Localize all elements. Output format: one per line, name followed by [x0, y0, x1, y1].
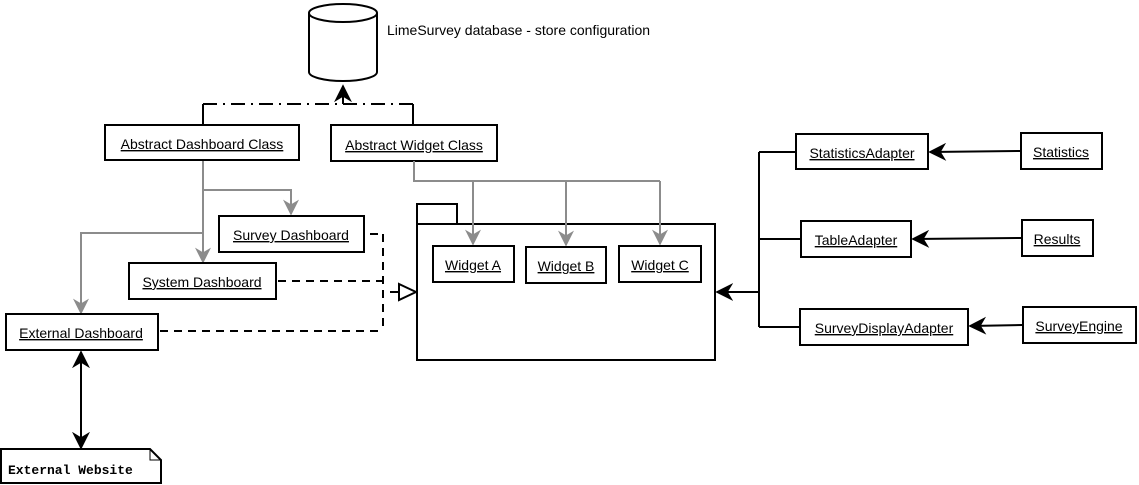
- table-adapter-label: TableAdapter: [815, 232, 898, 248]
- system-dashboard-label: System Dashboard: [142, 274, 261, 290]
- external-website-label: External Website: [8, 463, 133, 478]
- abstract-dashboard-class-node[interactable]: Abstract Dashboard Class: [104, 124, 300, 161]
- survey-dashboard-node[interactable]: Survey Dashboard: [218, 215, 365, 253]
- results-label: Results: [1034, 231, 1081, 247]
- table-adapter-node[interactable]: TableAdapter: [800, 220, 912, 258]
- database-cylinder-icon: [308, 3, 378, 82]
- survey-display-adapter-node[interactable]: SurveyDisplayAdapter: [799, 308, 969, 346]
- results-node[interactable]: Results: [1021, 219, 1094, 257]
- statistics-label: Statistics: [1033, 144, 1089, 160]
- statistics-adapter-label: StatisticsAdapter: [809, 145, 914, 161]
- survey-display-adapter-label: SurveyDisplayAdapter: [815, 320, 954, 336]
- system-dashboard-node[interactable]: System Dashboard: [128, 262, 277, 300]
- widget-b-label: Widget B: [538, 258, 595, 274]
- abstract-widget-class-node[interactable]: Abstract Widget Class: [330, 124, 498, 162]
- abstract-dashboard-class-label: Abstract Dashboard Class: [121, 136, 284, 152]
- survey-dashboard-label: Survey Dashboard: [233, 227, 349, 243]
- survey-engine-label: SurveyEngine: [1035, 318, 1122, 334]
- adapter-bus: [715, 151, 801, 328]
- external-dashboard-node[interactable]: External Dashboard: [5, 313, 159, 351]
- widget-c-label: Widget C: [631, 257, 689, 273]
- statistics-node[interactable]: Statistics: [1020, 132, 1103, 170]
- database-label: LimeSurvey database - store configuratio…: [387, 22, 650, 38]
- widget-b-node[interactable]: Widget B: [525, 246, 607, 284]
- external-website-node[interactable]: External Website: [0, 448, 162, 484]
- source-adapter-arrows: [911, 142, 1023, 335]
- survey-engine-node[interactable]: SurveyEngine: [1022, 306, 1137, 344]
- external-dashboard-label: External Dashboard: [19, 325, 143, 341]
- database-connector: [202, 84, 414, 124]
- widget-a-node[interactable]: Widget A: [432, 245, 515, 283]
- statistics-adapter-node[interactable]: StatisticsAdapter: [795, 133, 929, 170]
- widget-c-node[interactable]: Widget C: [618, 245, 702, 283]
- widget-inheritance-lines: [413, 161, 668, 247]
- widget-a-label: Widget A: [445, 257, 502, 273]
- dashboard-realization-lines: [160, 233, 419, 332]
- abstract-widget-class-label: Abstract Widget Class: [345, 137, 483, 153]
- dashboard-inheritance-lines: [73, 161, 299, 315]
